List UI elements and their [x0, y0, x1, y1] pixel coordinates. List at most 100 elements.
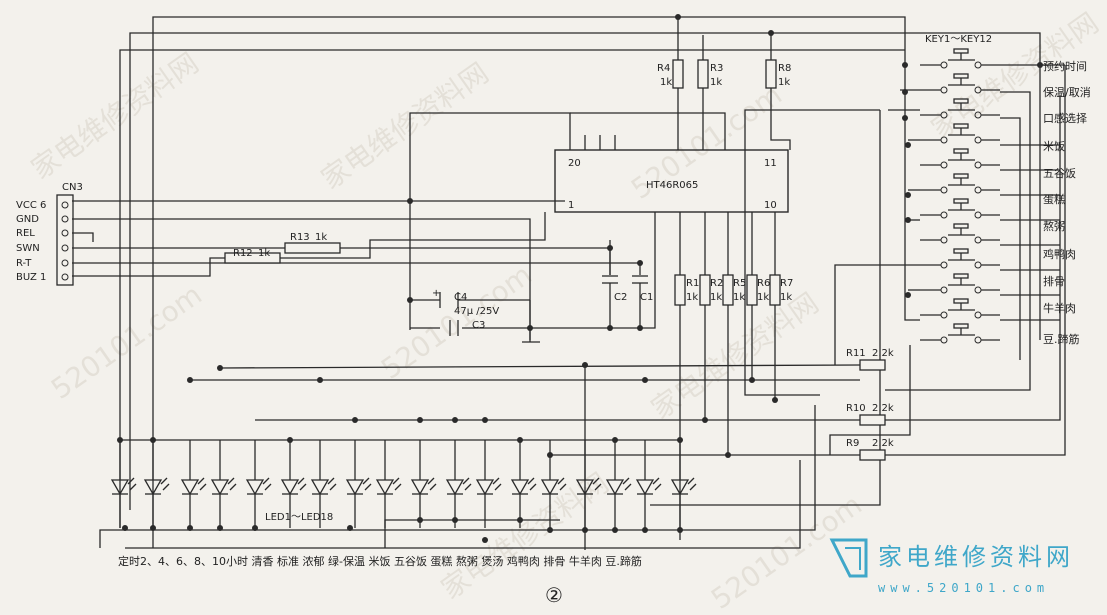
key-switch	[920, 173, 1000, 194]
key-switch	[920, 98, 1000, 119]
led-diode	[310, 440, 337, 528]
watermark-layer: 家电维修资料网 520101.com 家电维修资料网 520101.com 52…	[25, 6, 1104, 615]
resistor-r6	[746, 274, 758, 306]
led-diode	[635, 440, 662, 528]
watermark-site: 520101.com	[705, 488, 868, 615]
resistor-label: R7	[780, 278, 793, 289]
resistor-r8	[765, 59, 777, 89]
ic-chip: 20 11 1 10 HT46R065	[554, 149, 789, 213]
pullup-resistors: R4 1k R3 1k R8 1k	[657, 59, 791, 89]
resistor-r3	[697, 59, 709, 89]
connector-pin-label: R-T	[16, 258, 32, 269]
resistor-r1	[674, 274, 686, 306]
key-label: 熬粥	[1043, 219, 1065, 233]
key-switch	[920, 48, 1000, 69]
key-label: 鸡鸭肉	[1043, 247, 1076, 261]
resistor-r5	[722, 274, 734, 306]
led-diode	[180, 440, 207, 528]
resistor-label: R9	[846, 438, 859, 449]
resistor-label: R10	[846, 403, 866, 414]
key-switch	[920, 198, 1000, 219]
leds-caption: 定时2、4、6、8、10小时 清香 标准 浓郁 绿-保温 米饭 五谷饭 蛋糕 熬…	[118, 554, 642, 568]
chip-name: HT46R065	[646, 180, 698, 191]
connector-title: CN3	[62, 182, 83, 193]
resistor-label: R3	[710, 63, 723, 74]
chip-pin-11-label: 11	[764, 158, 777, 169]
resistor-r10	[859, 414, 886, 426]
cap-polarity-plus: +	[432, 288, 440, 299]
key-switch	[920, 298, 1000, 319]
watermark-text: 家电维修资料网	[435, 466, 614, 605]
figure-number: ②	[545, 583, 563, 607]
led-diode	[345, 440, 372, 528]
resistor-value: 2.2k	[872, 348, 894, 359]
led-diode	[210, 440, 237, 528]
led-diode	[475, 440, 502, 528]
key-label: 五谷饭	[1043, 167, 1076, 180]
connector-pin-label: VCC 6	[16, 200, 46, 211]
resistor-label: R5	[733, 278, 746, 289]
led-diode	[510, 440, 537, 528]
key-switch	[920, 73, 1000, 94]
resistor-value: 1k	[258, 248, 270, 259]
cap-c4-value: 47μ /25V	[454, 306, 499, 317]
junction-dots	[117, 14, 1043, 543]
cap-c4-label: C4	[454, 292, 467, 303]
key-label: 牛羊肉	[1043, 301, 1076, 315]
brand-logo: 家电维修资料网 www.520101.com	[829, 538, 1074, 595]
cap-c2-label: C2	[614, 292, 627, 303]
brand-logo-icon	[829, 538, 868, 578]
resistor-value: 1k	[686, 292, 698, 303]
led-array	[110, 440, 697, 528]
led-diode	[605, 440, 632, 528]
key-label: 蛋糕	[1043, 192, 1065, 206]
watermark-text: 家电维修资料网	[315, 56, 494, 195]
resistor-value: 1k	[315, 232, 327, 243]
key-label: 保温/取消	[1043, 85, 1091, 99]
wires	[72, 16, 1066, 550]
chip-bottom-resistors: R1 1k R2 1k R5 1k R6 1k R7 1k	[674, 274, 793, 306]
key-label: 米饭	[1043, 140, 1065, 153]
led-diode	[575, 440, 602, 528]
connector-pin-label: REL	[16, 228, 35, 239]
watermark-text: 家电维修资料网	[25, 46, 204, 185]
key-label: 豆.蹄筋	[1043, 332, 1080, 346]
resistor-label: R13	[290, 232, 310, 243]
resistor-label: R1	[686, 278, 699, 289]
led-diode	[670, 440, 697, 528]
chip-pin-1-label: 1	[568, 200, 574, 211]
resistor-value: 1k	[757, 292, 769, 303]
capacitors: + C4 47μ /25V C3 C2 C1	[432, 275, 653, 336]
keys-title: KEY1～KEY12	[925, 34, 992, 45]
led-diode	[410, 440, 437, 528]
other-resistors: R13 1k R12 1k R11 2.2k R10 2.2k R9 2.2k	[224, 232, 894, 461]
resistor-label: R6	[757, 278, 770, 289]
connector-pin-label: GND	[16, 214, 39, 225]
led-diode	[280, 440, 307, 528]
key-label: 口感选择	[1043, 111, 1087, 125]
resistor-r7	[769, 274, 781, 306]
resistor-label: R11	[846, 348, 866, 359]
resistor-r2	[699, 274, 711, 306]
watermark-text: 家电维修资料网	[645, 286, 824, 425]
resistor-value: 1k	[780, 292, 792, 303]
resistor-label: R4	[657, 63, 670, 74]
led-diode	[540, 440, 567, 528]
resistor-value: 2.2k	[872, 403, 894, 414]
resistor-r4	[672, 59, 684, 89]
resistor-value: 1k	[660, 77, 672, 88]
cap-c1-label: C1	[640, 292, 653, 303]
resistor-r12	[224, 252, 281, 264]
chip-pin-10-label: 10	[764, 200, 777, 211]
key-switch	[920, 148, 1000, 169]
resistor-value: 1k	[733, 292, 745, 303]
cap-c3-label: C3	[472, 320, 485, 331]
chip-pin-20-label: 20	[568, 158, 581, 169]
key-label: 排骨	[1043, 274, 1065, 288]
led-diode	[110, 440, 137, 528]
connector-pin-label: BUZ 1	[16, 272, 46, 283]
resistor-value: 1k	[710, 77, 722, 88]
brand-name: 家电维修资料网	[878, 543, 1074, 571]
